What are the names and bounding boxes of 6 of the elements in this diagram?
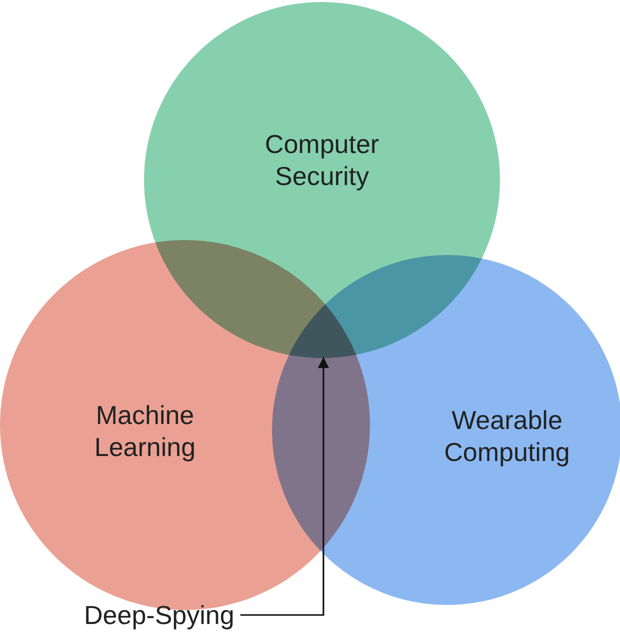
circle-label: Computer Security <box>264 128 380 192</box>
overlap-region <box>288 304 356 358</box>
circle-label: Wearable Computing <box>443 404 571 468</box>
circle-label: Machine Learning <box>93 399 197 463</box>
callout-text: Deep-Spying <box>84 600 234 630</box>
leader-line <box>240 356 330 616</box>
